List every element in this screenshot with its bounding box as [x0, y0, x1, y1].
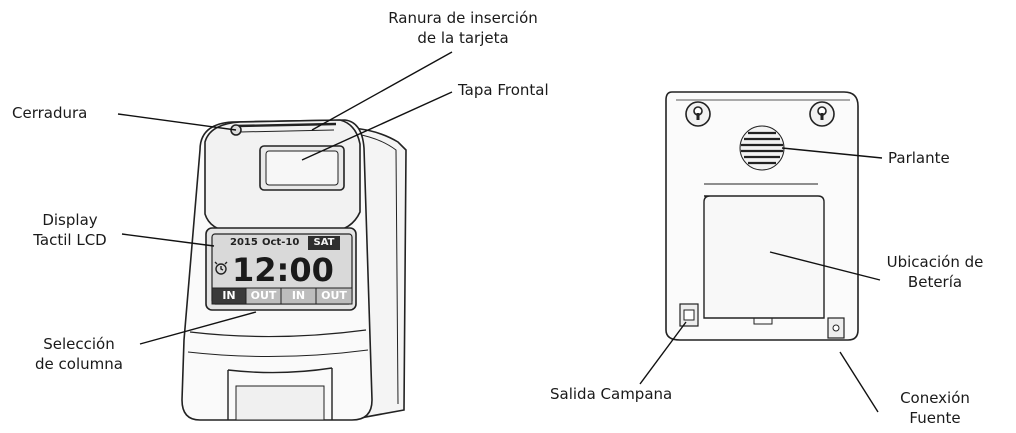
label-display-line1: Display [42, 211, 98, 229]
lcd-button-in-2[interactable]: IN [291, 289, 306, 302]
lcd-weekday-box [308, 236, 340, 250]
label-conexion-line1: Conexión [900, 389, 970, 407]
lcd-button-out-2[interactable]: OUT [321, 289, 347, 302]
leader-display [121, 233, 215, 247]
lcd-button-in-1[interactable]: IN [222, 289, 236, 302]
leader-lines [117, 51, 883, 413]
label-display: Display Tactil LCD [18, 210, 122, 250]
label-cerradura: Cerradura [12, 104, 88, 122]
lcd-time: 12:00 [232, 251, 334, 289]
label-display-line2: Tactil LCD [33, 231, 107, 249]
label-ubicacion-line1: Ubicación de [886, 253, 984, 271]
label-seleccion: Selección de columna [22, 334, 136, 374]
leader-cerradura [117, 113, 237, 131]
back-device [665, 91, 859, 341]
leader-conexion [839, 351, 879, 413]
label-ranura-line1: Ranura de inserción [388, 9, 538, 27]
lcd-weekday: SAT [313, 237, 335, 248]
label-parlante: Parlante [888, 149, 950, 167]
label-tapa-frontal: Tapa Frontal [458, 81, 549, 99]
label-seleccion-line2: de columna [35, 355, 123, 373]
label-seleccion-line1: Selección [43, 335, 115, 353]
label-ranura: Ranura de inserción de la tarjeta [368, 8, 558, 48]
label-conexion-line2: Fuente [909, 409, 961, 427]
label-conexion: Conexión Fuente [880, 388, 990, 428]
leader-parlante [781, 147, 883, 159]
lcd-button-out-1[interactable]: OUT [250, 289, 277, 302]
leader-ubicacion [769, 251, 881, 281]
lcd-button-cells [211, 287, 353, 305]
label-salida-campana: Salida Campana [550, 385, 673, 403]
leader-salida-campana [639, 321, 687, 385]
lcd-date: Oct-10 [262, 237, 300, 248]
leader-ranura [311, 51, 453, 131]
label-ubicacion: Ubicación de Betería [870, 252, 1000, 292]
alarm-clock-icon [214, 261, 228, 275]
label-ranura-line2: de la tarjeta [417, 29, 509, 47]
lcd-year: 2015 [230, 237, 258, 248]
leader-tapa-frontal [301, 91, 453, 161]
leader-seleccion [139, 311, 257, 345]
label-ubicacion-line2: Betería [907, 273, 963, 291]
